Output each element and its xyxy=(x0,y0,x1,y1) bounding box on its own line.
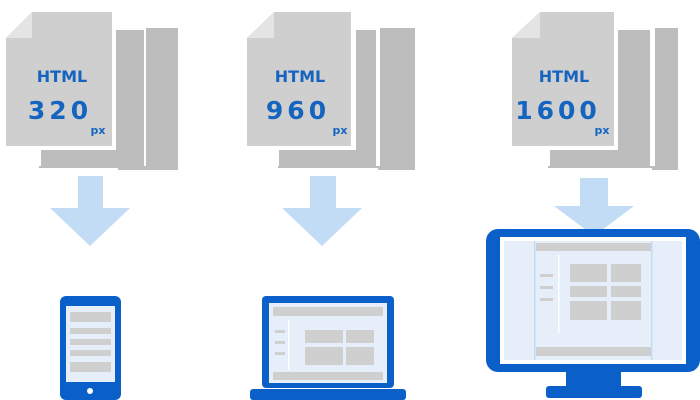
down-arrow-icon xyxy=(50,176,130,246)
monitor-sidebar-line-2 xyxy=(540,286,553,289)
laptop-panel-bottom-left xyxy=(305,347,343,365)
monitor-panel-middle-right xyxy=(611,286,641,297)
laptop-sidebar-divider xyxy=(288,320,290,370)
smartphone-icon xyxy=(60,296,121,400)
file-stack-icon xyxy=(242,8,415,170)
monitor-panel-top-right xyxy=(611,264,641,282)
monitor-footer-bar xyxy=(536,347,651,356)
document-fold xyxy=(6,12,32,38)
monitor-guide-right xyxy=(651,241,653,360)
desktop-monitor-icon xyxy=(486,229,700,398)
laptop-sidebar-line-1 xyxy=(275,330,285,333)
format-label-2: HTML xyxy=(275,67,325,86)
size-unit-2: px xyxy=(333,124,348,137)
file-stack-icon xyxy=(508,8,678,170)
laptop-icon xyxy=(250,296,406,400)
monitor-panel-bottom-left xyxy=(570,301,607,320)
size-value-2: 960 xyxy=(266,96,330,125)
monitor-sidebar-line-1 xyxy=(540,274,553,277)
monitor-panel-top-left xyxy=(570,264,607,282)
phone-panel-bottom xyxy=(70,362,111,372)
laptop-sidebar-line-2 xyxy=(275,341,285,344)
document-back-sheet xyxy=(652,28,678,170)
phone-panel-line-3 xyxy=(70,350,111,356)
monitor-header-bar xyxy=(536,243,651,251)
size-value-3: 1600 xyxy=(515,96,601,125)
laptop-base xyxy=(250,389,406,400)
format-label-3: HTML xyxy=(539,67,589,86)
size-unit-1: px xyxy=(91,124,106,137)
document-front-sheet xyxy=(512,12,614,146)
phone-panel-line-1 xyxy=(70,328,111,334)
format-label-1: HTML xyxy=(37,67,87,86)
laptop-panel-top-right xyxy=(346,330,374,343)
phone-panel-top xyxy=(70,312,111,322)
monitor-screen xyxy=(504,241,682,360)
monitor-sidebar-line-3 xyxy=(540,298,553,301)
phone-home-button xyxy=(87,388,93,394)
down-arrow-icon xyxy=(554,178,634,236)
document-fold xyxy=(512,12,540,38)
down-arrow-icon xyxy=(282,176,362,246)
document-fold xyxy=(247,12,274,38)
phone-panel-line-2 xyxy=(70,339,111,345)
monitor-stand-base xyxy=(546,386,642,398)
laptop-sidebar-line-3 xyxy=(275,352,285,355)
laptop-panel-bottom-right xyxy=(346,347,374,365)
document-back-sheet xyxy=(378,28,415,170)
file-stack-icon xyxy=(0,8,178,170)
monitor-sidebar-divider xyxy=(558,255,560,333)
monitor-panel-middle-left xyxy=(570,286,607,297)
laptop-panel-top-left xyxy=(305,330,343,343)
monitor-guide-left xyxy=(534,241,536,360)
monitor-neck xyxy=(566,368,621,388)
size-value-1: 320 xyxy=(28,96,92,125)
document-front-sheet xyxy=(247,12,351,146)
laptop-footer-bar xyxy=(273,372,383,380)
laptop-header-bar xyxy=(273,307,383,316)
document-front-sheet xyxy=(6,12,112,146)
monitor-panel-bottom-right xyxy=(611,301,641,320)
size-unit-3: px xyxy=(595,124,610,137)
